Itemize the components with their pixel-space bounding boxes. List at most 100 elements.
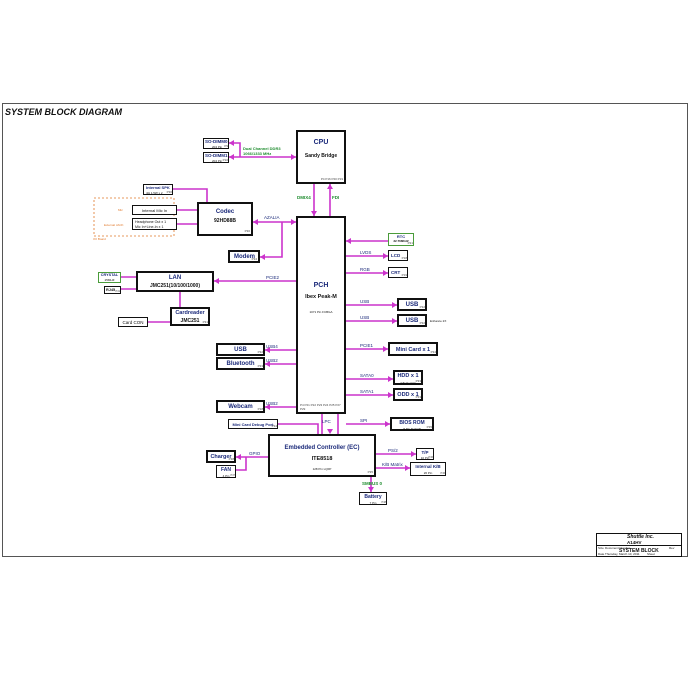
page-title: SYSTEM BLOCK DIAGRAM: [5, 107, 122, 117]
spk-block: Internal SPK 4Ω 1.5W x 2 P30: [143, 184, 173, 195]
modem-label: Modem: [234, 254, 255, 260]
usb-left-label: USB: [234, 347, 247, 353]
webcam-block: Webcam P18: [216, 400, 265, 413]
io-board-label: I/O Board: [93, 237, 106, 241]
codec-pin: P30: [244, 229, 250, 233]
odd-block: ODD x 1 P33: [393, 388, 423, 401]
gpio-label: GPIO: [249, 451, 261, 456]
ec-pin: P35: [367, 470, 373, 474]
hdd-block: HDD x 1 2.5" SerialA P33: [393, 370, 423, 385]
rtc-pin: P21: [407, 241, 413, 245]
fdi-label: FDI: [332, 195, 340, 200]
title-rev-label: Rev: [669, 546, 675, 550]
usb2-cam-label: USB2: [266, 401, 278, 406]
pch-label: PCH: [313, 282, 329, 289]
io-board-outline: [93, 197, 175, 237]
lpc-label: LPC: [322, 419, 331, 424]
pch-name: Ibex Peak-M: [305, 294, 337, 300]
sodimm1-label: SO-DIMM1: [205, 153, 228, 158]
crt-block: CRT P19: [388, 267, 408, 278]
wire-lpc: [278, 414, 339, 434]
crystal-label: CRYSTAL: [100, 273, 119, 277]
ps2-label: PS/2: [388, 448, 398, 453]
kb-label: Internal K/B: [415, 464, 441, 469]
odd-pin: P33: [415, 395, 421, 399]
hdd-label: HDD x 1: [397, 373, 419, 379]
charger-label: Charger: [210, 454, 232, 460]
tp-label: T/P: [421, 450, 429, 455]
pch-sub: 1071 Pin FCBGA: [309, 310, 333, 314]
tp-sub: 10 Pin: [420, 456, 430, 460]
sodimm1-pin: P10: [222, 158, 228, 162]
battery-block: Battery 7 Pin P38: [359, 492, 387, 505]
crt-pin: P19: [401, 273, 407, 277]
lan-block: LAN JMC251(10/100/1000): [136, 271, 214, 292]
codec-label: Codec: [215, 209, 235, 215]
fan-block: FAN 4 Pin P37: [216, 465, 236, 478]
spk-label: Internal SPK: [146, 185, 170, 190]
usb-right1-sig: USB: [360, 299, 370, 304]
spk-sub: 4Ω 1.5W x 2: [146, 191, 163, 195]
headphone-line2: Mic In+Line-In x 1: [135, 225, 164, 229]
cpu-pin: P4 P16 P20 P19: [320, 177, 343, 181]
battery-pin: P38: [381, 501, 386, 504]
wire-arrows: [214, 140, 416, 492]
sodimm0-label: SO-DIMM0: [205, 139, 228, 144]
usb-right1-label: USB: [405, 302, 419, 308]
sheet-frame: [2, 103, 688, 557]
kb-sub: 26 Pin: [423, 471, 433, 475]
headphone-block: Headphone Out x 1 Mic In+Line-In x 1: [132, 218, 177, 230]
debug-port-label: Mini Card Debug Port: [232, 422, 274, 427]
fan-pin: P37: [230, 474, 235, 477]
sata1-label: SATA1: [360, 389, 374, 394]
pch-pin: P4 P21 P22 P23 P24 P25 P27 P29: [300, 403, 341, 411]
title-size-label: Size: [598, 546, 604, 550]
kb-block: Internal K/B 26 Pin P36: [410, 462, 446, 476]
sodimm0-pin: P9: [224, 144, 228, 148]
wire-ec-right: [376, 453, 416, 469]
wire-modem: [260, 222, 283, 258]
usb2-bt-label: USB2: [266, 358, 278, 363]
rj45-block: RJ45 P31: [104, 286, 121, 294]
rj45-label: RJ45: [106, 288, 116, 292]
wire-spk: [204, 188, 208, 204]
title-divider: [597, 545, 681, 546]
battery-sub: 7 Pin: [369, 501, 377, 505]
lcd-pin: P18: [401, 256, 407, 260]
crt-label: CRT: [391, 270, 401, 275]
usb-right2-pin: P32: [419, 321, 425, 325]
bluetooth-pin: P33: [257, 364, 263, 368]
ddr-label-2: 1066/1333 MHz: [243, 151, 272, 156]
usb-left-block: USB P32: [216, 343, 265, 356]
usb-right2-label: USB: [405, 318, 419, 324]
cardreader-pin: P31: [202, 320, 208, 324]
card-con-label: Card CON: [122, 320, 144, 325]
tp-block: T/P 10 Pin P36: [416, 448, 434, 460]
headphone-line1: Headphone Out x 1: [135, 220, 167, 224]
rgb-label: RGB: [360, 267, 370, 272]
usb4-label: USB4: [266, 344, 278, 349]
spk-pin: P30: [166, 190, 172, 194]
rj45-pin: P31: [115, 290, 120, 293]
ec-sub: 128 Pin LQFP: [312, 467, 332, 471]
cardreader-block: Cardreader JMC251 P31: [170, 307, 210, 326]
spk-wire: [173, 188, 204, 190]
card-con-block: Card CON: [118, 317, 148, 327]
crystal-block: CRYSTAL 25MHZ: [98, 272, 121, 283]
ec-block: Embedded Controller (EC) ITE8518 128 Pin…: [268, 434, 376, 477]
battery-label: Battery: [364, 494, 382, 500]
dmi-label: DMIX4: [297, 195, 311, 200]
modem-pin: P34: [251, 257, 257, 261]
ec-name: ITE8518: [311, 456, 333, 462]
sodimm1-block: SO-DIMM1 204 Pin P10: [203, 152, 229, 163]
bios-rom-label: BIOS ROM: [399, 420, 425, 426]
pcie1-label: PCIE1: [360, 343, 374, 348]
title-date: Thursday, March 10, 2011: [605, 552, 640, 556]
crystal-sub: 25MHZ: [104, 278, 115, 282]
wire-codec-mic: [177, 209, 197, 225]
codec-name: 92HD88B: [214, 218, 236, 224]
spi-label: SPI: [360, 418, 368, 423]
title-company: Shuttle Inc.: [627, 534, 654, 540]
usb-enhance-note: Enhance 2X: [430, 319, 447, 323]
rtc-block: RTC 32.768KHZ P21: [388, 233, 414, 246]
